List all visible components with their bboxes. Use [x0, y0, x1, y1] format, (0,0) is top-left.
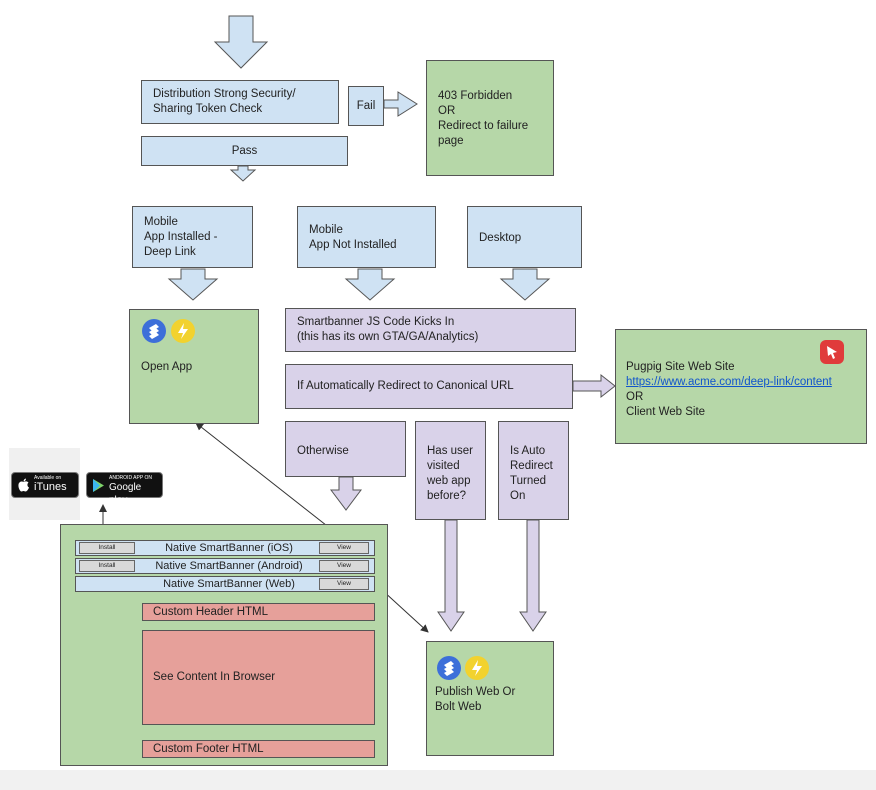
auto-redirect-box: If Automatically Redirect to Canonical U…: [285, 364, 573, 409]
bolt-app-icon: [171, 319, 195, 343]
site-client: Client Web Site: [626, 406, 706, 418]
google-small-text: ANDROID APP ON: [109, 475, 152, 481]
desktop-box: Desktop: [467, 206, 582, 268]
custom-footer-box: Custom Footer HTML: [142, 740, 375, 758]
bolt-web-icon: [465, 656, 489, 680]
pass-arrow: [229, 165, 257, 182]
mobile-installed-box: Mobile App Installed - Deep Link: [132, 206, 253, 268]
smartbanner-ios: Install Native SmartBanner (iOS) View: [75, 540, 375, 556]
ios-install-button[interactable]: Install: [79, 542, 135, 554]
entry-arrow: [213, 15, 269, 69]
publish-web-box: Publish Web Or Bolt Web: [426, 641, 554, 756]
not-installed-arrow: [344, 268, 396, 301]
google-play-text: Google play: [109, 482, 142, 506]
content-box: See Content In Browser: [142, 630, 375, 725]
site-or: OR: [626, 391, 644, 403]
ios-banner-label: Native SmartBanner (iOS): [165, 542, 293, 554]
google-play-badge[interactable]: ANDROID APP ON Google play: [86, 472, 163, 506]
otherwise-arrow: [330, 476, 362, 511]
android-view-button[interactable]: View: [319, 560, 369, 572]
security-check-box: Distribution Strong Security/ Sharing To…: [141, 80, 339, 124]
custom-header-box: Custom Header HTML: [142, 603, 375, 621]
android-banner-label: Native SmartBanner (Android): [155, 560, 303, 572]
mobile-installed-arrow: [167, 268, 219, 301]
web-banner-label: Native SmartBanner (Web): [163, 578, 295, 590]
auto-redirect-on-arrow: [519, 519, 547, 632]
fail-box: Fail: [348, 86, 384, 126]
site-title: Pugpig Site Web Site: [626, 361, 735, 373]
play-icon: [93, 479, 104, 492]
publish-app-icon: [142, 319, 166, 343]
ios-view-button[interactable]: View: [319, 542, 369, 554]
bottom-bar: [0, 770, 876, 790]
itunes-small-text: Available on: [34, 475, 62, 481]
publish-web-label: Publish Web Or Bolt Web: [435, 686, 516, 713]
apple-icon: [18, 478, 29, 492]
web-view-button[interactable]: View: [319, 578, 369, 590]
smartbanner-logo-icon: [820, 340, 844, 364]
itunes-badge[interactable]: Available on iTunes: [11, 472, 79, 498]
smartbanner-js-box: Smartbanner JS Code Kicks In (this has i…: [285, 308, 576, 352]
visited-box: Has user visited web app before?: [415, 421, 486, 520]
open-app-box: Open App: [129, 309, 259, 424]
pugpig-site-box: Pugpig Site Web Site https://www.acme.co…: [615, 329, 867, 444]
fail-arrow: [383, 91, 418, 117]
auto-redirect-on-box: Is Auto Redirect Turned On: [498, 421, 569, 520]
banner-to-open-app-line: [195, 422, 346, 541]
otherwise-box: Otherwise: [285, 421, 406, 477]
pass-box: Pass: [141, 136, 348, 166]
forbidden-box: 403 Forbidden OR Redirect to failure pag…: [426, 60, 554, 176]
open-app-label: Open App: [141, 361, 193, 373]
publish-web-icon: [437, 656, 461, 680]
itunes-text: iTunes: [34, 481, 67, 493]
smartbanner-android: Install Native SmartBanner (Android) Vie…: [75, 558, 375, 574]
visited-arrow: [437, 519, 465, 632]
mobile-not-installed-box: Mobile App Not Installed: [297, 206, 436, 268]
android-install-button[interactable]: Install: [79, 560, 135, 572]
smartbanner-web: Native SmartBanner (Web) View: [75, 576, 375, 592]
desktop-arrow: [499, 268, 551, 301]
site-link[interactable]: https://www.acme.com/deep-link/content: [626, 376, 832, 388]
redirect-arrow: [572, 373, 616, 399]
